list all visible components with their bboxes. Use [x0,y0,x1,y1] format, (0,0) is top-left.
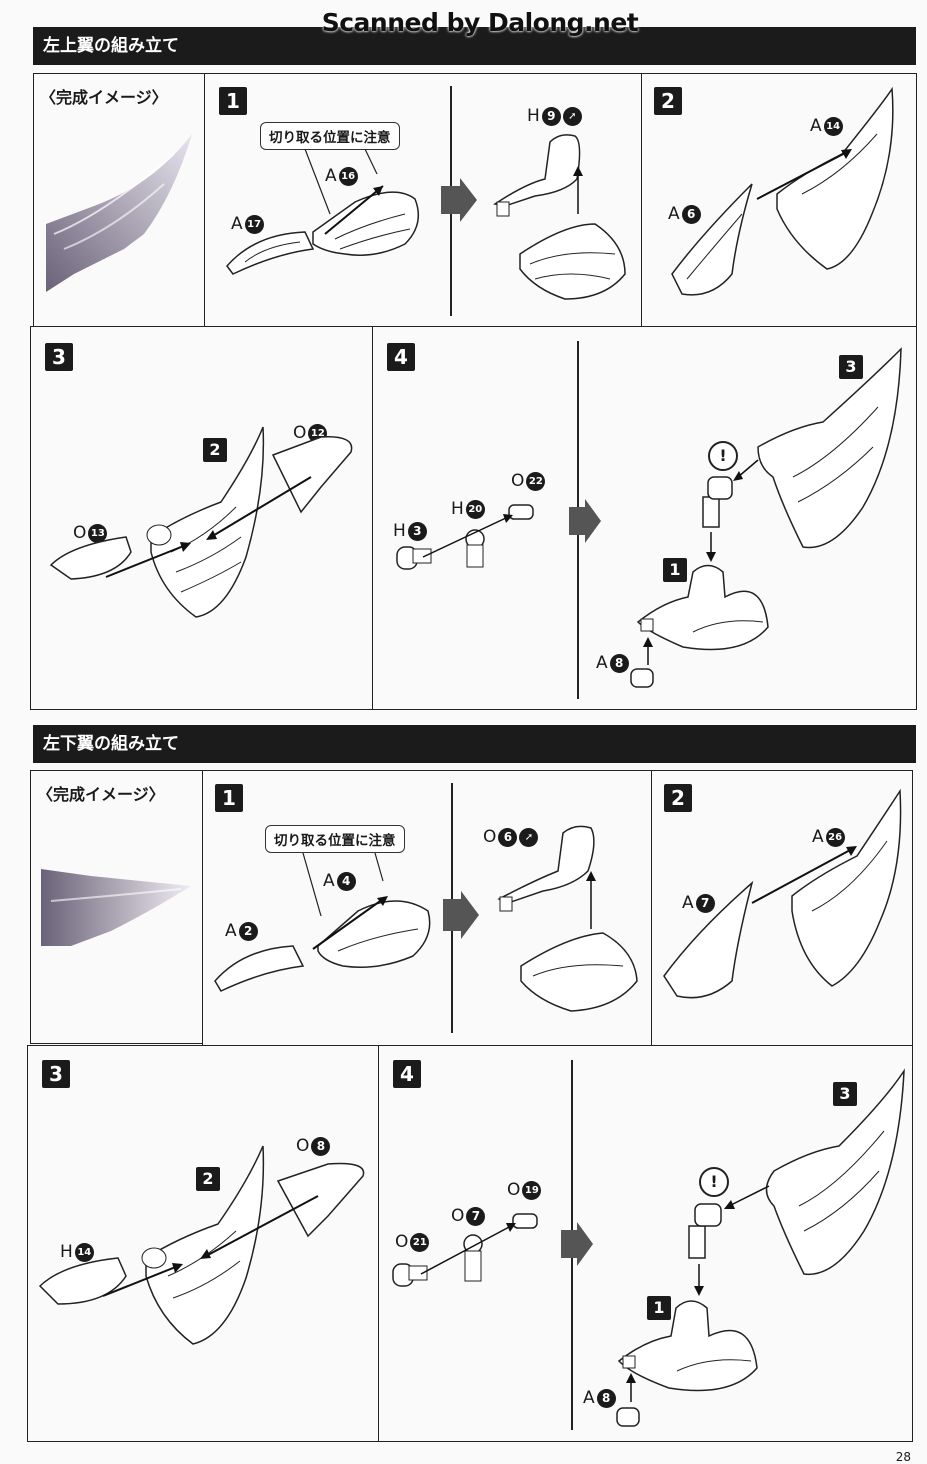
step-number: 1 [219,87,247,115]
preview-panel-lower: 〈完成イメージ〉 [30,770,203,1044]
section-title-upper-wing: 左上翼の組み立て [33,27,916,65]
ref-step-3: 3 [833,1082,857,1106]
wing-preview-image [46,134,192,292]
step4-diagram [396,347,902,688]
step-number: 3 [45,343,73,371]
preview-title: 〈完成イメージ〉 [40,88,168,107]
cut-position-callout: 切り取る位置に注意 [265,825,405,853]
preview-panel-upper: 〈完成イメージ〉 [33,73,205,327]
section-title-lower-wing: 左下翼の組み立て [33,725,916,763]
step2-diagram [663,788,902,999]
step2-diagram [671,86,894,296]
ref-step-1: 1 [647,1296,671,1320]
step-number: 3 [42,1060,70,1088]
caution-icon: ! [708,441,738,471]
preview-title: 〈完成イメージ〉 [37,785,165,804]
ref-step-2: 2 [203,438,227,462]
step-number: 2 [664,784,692,812]
step-number: 4 [387,343,415,371]
step-number: 4 [393,1060,421,1088]
step-number: 1 [215,784,243,812]
caution-icon: ! [699,1167,729,1197]
step1-diagram [226,134,626,300]
cut-position-callout: 切り取る位置に注意 [260,122,400,150]
ref-step-3: 3 [839,355,863,379]
step4-diagram [392,1068,905,1427]
ref-step-2: 2 [196,1167,220,1191]
step1-diagram [214,825,638,1012]
step3-diagram [49,426,353,618]
step3-diagram [38,1145,365,1345]
page-number: 28 [895,1450,911,1464]
watermark: Scanned by Dalong.net [321,8,639,37]
step-number: 2 [654,87,682,115]
wing-preview-image [41,869,191,946]
ref-step-1: 1 [663,558,687,582]
